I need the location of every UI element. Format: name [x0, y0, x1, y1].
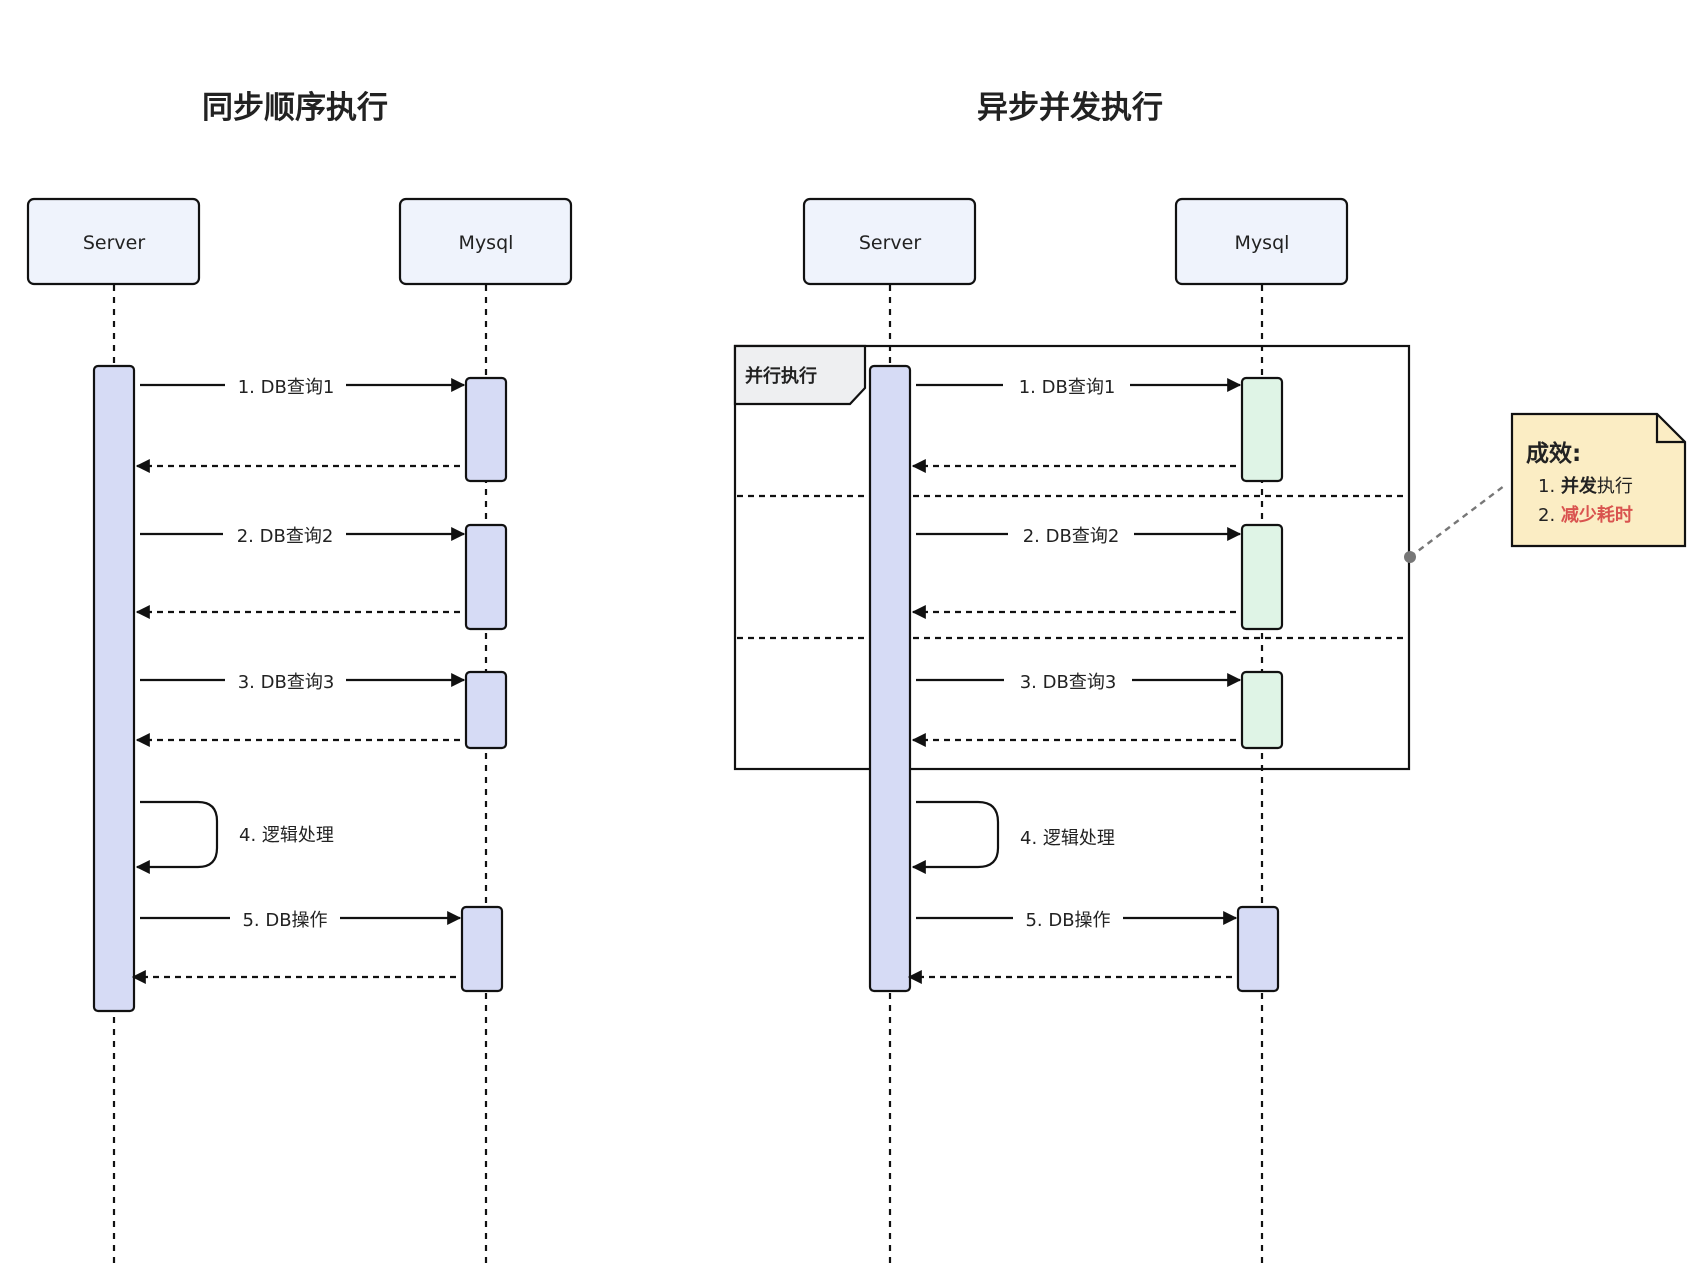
effect-note[interactable]: 成效: 1. 并发执行 2. 减少耗时	[1510, 412, 1687, 548]
right-mysql-activation-1	[1240, 376, 1284, 483]
right-server-actor-label: Server	[859, 232, 921, 254]
left-message-q2-label: 2. DB查询2	[237, 526, 334, 547]
right-message-q2-label: 2. DB查询2	[1023, 526, 1120, 547]
effect-note-item-1-rest: 执行	[1597, 476, 1633, 497]
left-mysql-activation-1	[464, 376, 508, 483]
parallel-frame: 并行执行	[733, 344, 1411, 771]
right-message-q1-label: 1. DB查询1	[1019, 377, 1116, 398]
left-message-q2: 2. DB查询2	[140, 526, 466, 547]
right-message-logic-label: 4. 逻辑处理	[1020, 828, 1115, 849]
left-message-logic: 4. 逻辑处理	[135, 800, 334, 874]
effect-note-item-2: 2. 减少耗时	[1538, 504, 1633, 526]
right-mysql-actor[interactable]: Mysql	[1174, 197, 1349, 286]
right-message-logic: 4. 逻辑处理	[911, 800, 1115, 874]
left-message-q1: 1. DB查询1	[140, 377, 466, 398]
right-mysql-activation-2	[1240, 523, 1284, 631]
effect-note-item-1: 1. 并发执行	[1538, 475, 1633, 497]
left-mysql-activation-5	[460, 905, 504, 993]
effect-note-title: 成效:	[1526, 440, 1581, 467]
right-diagram-title: 异步并发执行	[977, 90, 1163, 126]
left-diagram-title: 同步顺序执行	[202, 90, 388, 126]
right-mysql-actor-label: Mysql	[1235, 232, 1290, 254]
left-server-actor[interactable]: Server	[26, 197, 201, 286]
right-message-q1: 1. DB查询1	[916, 377, 1242, 398]
effect-note-item-2-red: 减少耗时	[1561, 504, 1633, 526]
left-mysql-activation-2	[464, 523, 508, 631]
right-server-activation	[868, 364, 912, 993]
left-message-op-label: 5. DB操作	[242, 910, 327, 931]
left-message-q1-label: 1. DB查询1	[238, 377, 335, 398]
right-mysql-activation-5	[1236, 905, 1280, 993]
right-message-op-label: 5. DB操作	[1025, 910, 1110, 931]
left-server-actor-label: Server	[83, 232, 145, 254]
left-mysql-activation-3	[464, 670, 508, 750]
right-mysql-activation-3	[1240, 670, 1284, 750]
left-message-q3-label: 3. DB查询3	[238, 672, 335, 693]
effect-note-item-2-number: 2.	[1538, 505, 1555, 526]
right-message-op: 5. DB操作	[916, 910, 1238, 931]
left-mysql-actor-label: Mysql	[459, 232, 514, 254]
right-message-q3: 3. DB查询3	[916, 672, 1242, 693]
effect-note-connector	[1404, 485, 1505, 563]
right-server-actor[interactable]: Server	[802, 197, 977, 286]
left-message-op: 5. DB操作	[140, 910, 462, 931]
parallel-frame-tab	[733, 344, 867, 406]
right-message-q2: 2. DB查询2	[916, 526, 1242, 547]
effect-note-item-1-bold: 并发	[1561, 475, 1598, 497]
left-message-logic-label: 4. 逻辑处理	[239, 825, 334, 846]
left-mysql-actor[interactable]: Mysql	[398, 197, 573, 286]
effect-note-item-1-number: 1.	[1538, 476, 1555, 497]
left-server-activation	[92, 364, 136, 1013]
parallel-frame-label: 并行执行	[745, 365, 817, 387]
right-message-q3-label: 3. DB查询3	[1020, 672, 1117, 693]
left-message-q3: 3. DB查询3	[140, 672, 466, 693]
